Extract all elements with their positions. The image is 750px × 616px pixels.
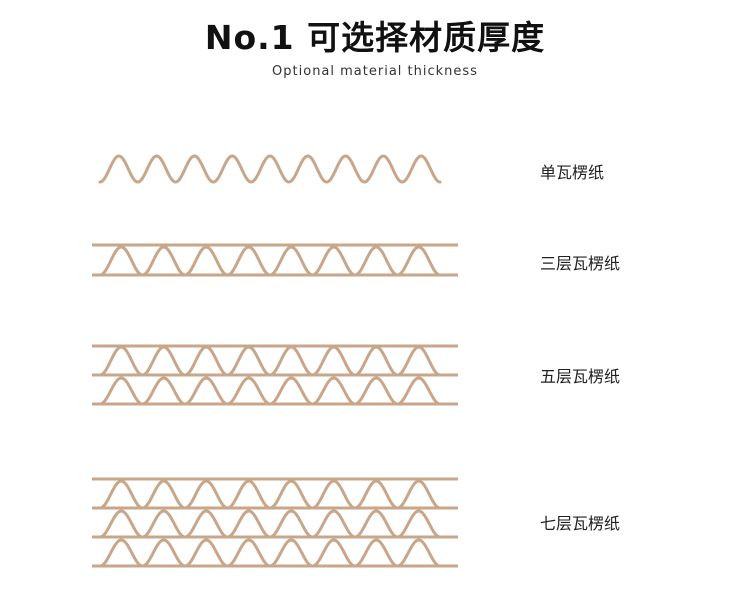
five-layer-diagram xyxy=(92,344,458,406)
page-subtitle: Optional material thickness xyxy=(272,64,478,79)
board-label-five: 五层瓦楞纸 xyxy=(540,367,621,386)
flute-wave xyxy=(98,509,442,539)
board-label-three: 三层瓦楞纸 xyxy=(540,254,621,273)
flute-wave xyxy=(98,538,442,568)
flute-wave xyxy=(98,245,442,277)
seven-layer-diagram xyxy=(92,477,458,568)
header: No.1 可选择材质厚度 Optional material thickness xyxy=(0,16,750,79)
flute-wave xyxy=(98,345,442,377)
flute-wave xyxy=(98,479,442,510)
flute-wave xyxy=(98,376,442,406)
single-flute-diagram xyxy=(98,154,442,184)
board-label-single: 单瓦楞纸 xyxy=(540,163,605,182)
board-label-seven: 七层瓦楞纸 xyxy=(540,514,621,533)
flute-wave xyxy=(98,154,442,184)
page-title: No.1 可选择材质厚度 xyxy=(204,18,546,57)
three-layer-diagram xyxy=(92,243,458,277)
